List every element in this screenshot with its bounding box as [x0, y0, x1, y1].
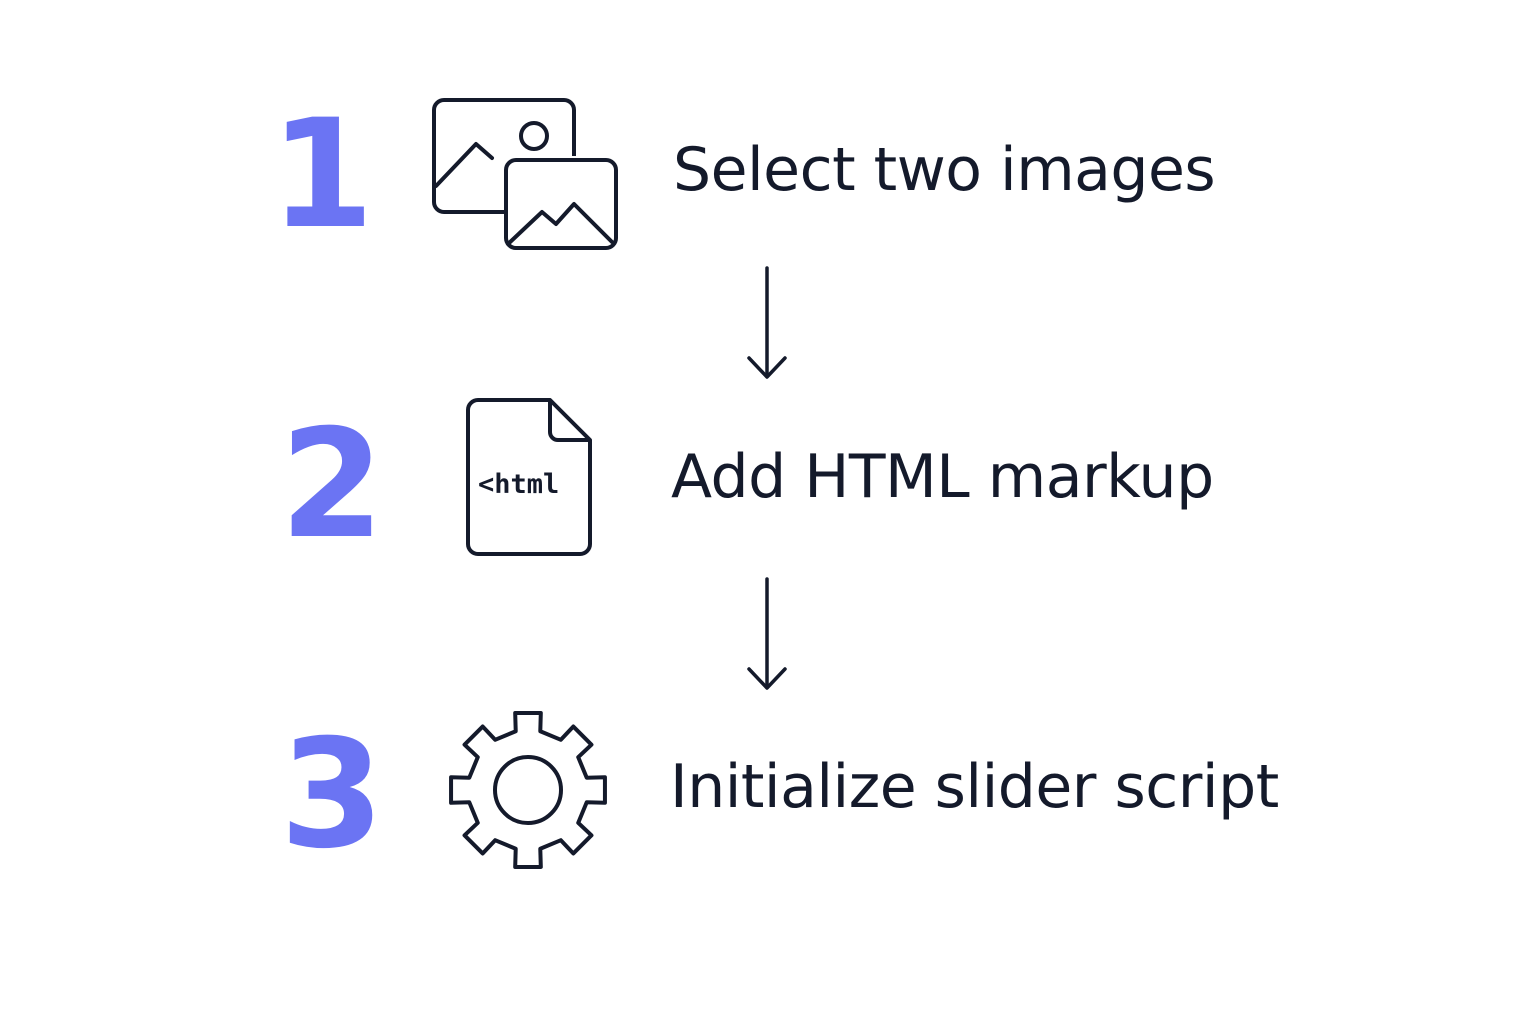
gear-icon [449, 711, 607, 869]
html-file-icon: <html [466, 398, 592, 556]
step-label-2: Add HTML markup [671, 442, 1214, 512]
step-label-1: Select two images [673, 135, 1216, 205]
step-label-3: Initialize slider script [670, 752, 1279, 822]
gear-outline [449, 711, 607, 869]
step-number-1: 1 [269, 88, 375, 262]
arrow-down-icon [747, 266, 787, 379]
images-icon [432, 98, 618, 250]
step-number-2: 2 [279, 398, 385, 572]
step-number-3: 3 [279, 708, 385, 882]
arrow-down-icon [747, 577, 787, 690]
html-icon-text: <html [478, 469, 559, 500]
